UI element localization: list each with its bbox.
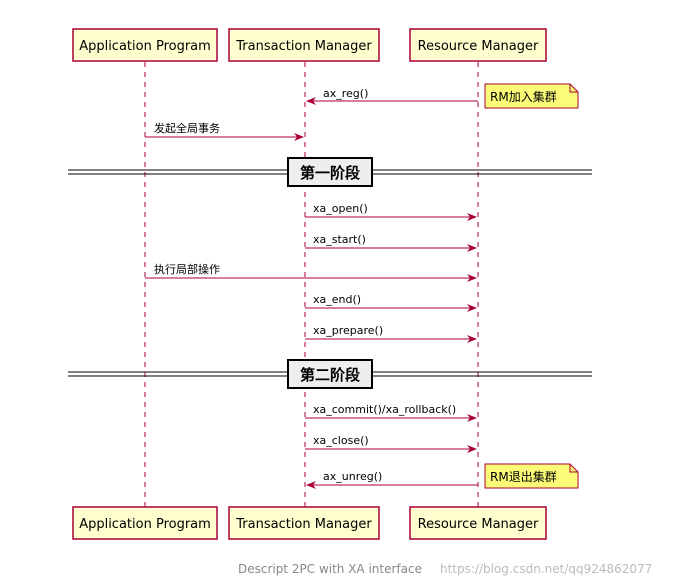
participant-transaction-manager-bottom: Transaction Manager: [228, 506, 380, 540]
message-label: 发起全局事务: [154, 121, 220, 135]
message-label: xa_start(): [313, 233, 366, 246]
participant-application-program-bottom: Application Program: [72, 506, 218, 540]
phase-label: 第一阶段: [300, 164, 360, 182]
participant-label: Resource Manager: [418, 517, 539, 532]
message-label: 执行局部操作: [154, 262, 220, 276]
message-start-global-transaction: 发起全局事务: [145, 121, 304, 141]
phase-divider-1: 第一阶段: [68, 157, 592, 187]
message-label: ax_unreg(): [323, 470, 382, 483]
note-label: RM加入集群: [490, 89, 557, 104]
note-rm-leave: RM退出集群: [484, 463, 579, 489]
participant-label: Application Program: [79, 39, 211, 54]
message-label: xa_end(): [313, 293, 361, 306]
message-execute-local-operation: 执行局部操作: [145, 262, 477, 282]
message-ax-reg: ax_reg(): [306, 87, 478, 105]
message-label: ax_reg(): [323, 87, 368, 100]
participant-resource-manager-bottom: Resource Manager: [409, 506, 547, 540]
participant-label: Transaction Manager: [235, 517, 372, 532]
message-label: xa_prepare(): [313, 324, 383, 337]
participant-label: Transaction Manager: [235, 39, 372, 54]
message-label: xa_open(): [313, 202, 368, 215]
message-label: xa_close(): [313, 434, 369, 447]
diagram-caption: Descript 2PC with XA interface: [238, 562, 422, 576]
phase-divider-2: 第二阶段: [68, 359, 592, 389]
message-xa-start: xa_start(): [305, 233, 477, 252]
message-label: xa_commit()/xa_rollback(): [313, 403, 456, 416]
participant-application-program-top: Application Program: [72, 28, 218, 62]
message-ax-unreg: ax_unreg(): [306, 470, 478, 489]
participant-label: Application Program: [79, 517, 211, 532]
phase-label: 第二阶段: [300, 366, 360, 384]
watermark: https://blog.csdn.net/qq924862077: [440, 562, 652, 576]
message-xa-open: xa_open(): [305, 202, 477, 221]
message-xa-prepare: xa_prepare(): [305, 324, 477, 343]
note-label: RM退出集群: [490, 469, 557, 484]
participant-label: Resource Manager: [418, 39, 539, 54]
participant-resource-manager-top: Resource Manager: [409, 28, 547, 62]
message-xa-commit-rollback: xa_commit()/xa_rollback(): [305, 403, 477, 422]
message-xa-end: xa_end(): [305, 293, 477, 312]
note-rm-join: RM加入集群: [484, 83, 579, 109]
participant-transaction-manager-top: Transaction Manager: [228, 28, 380, 62]
message-xa-close: xa_close(): [305, 434, 477, 453]
